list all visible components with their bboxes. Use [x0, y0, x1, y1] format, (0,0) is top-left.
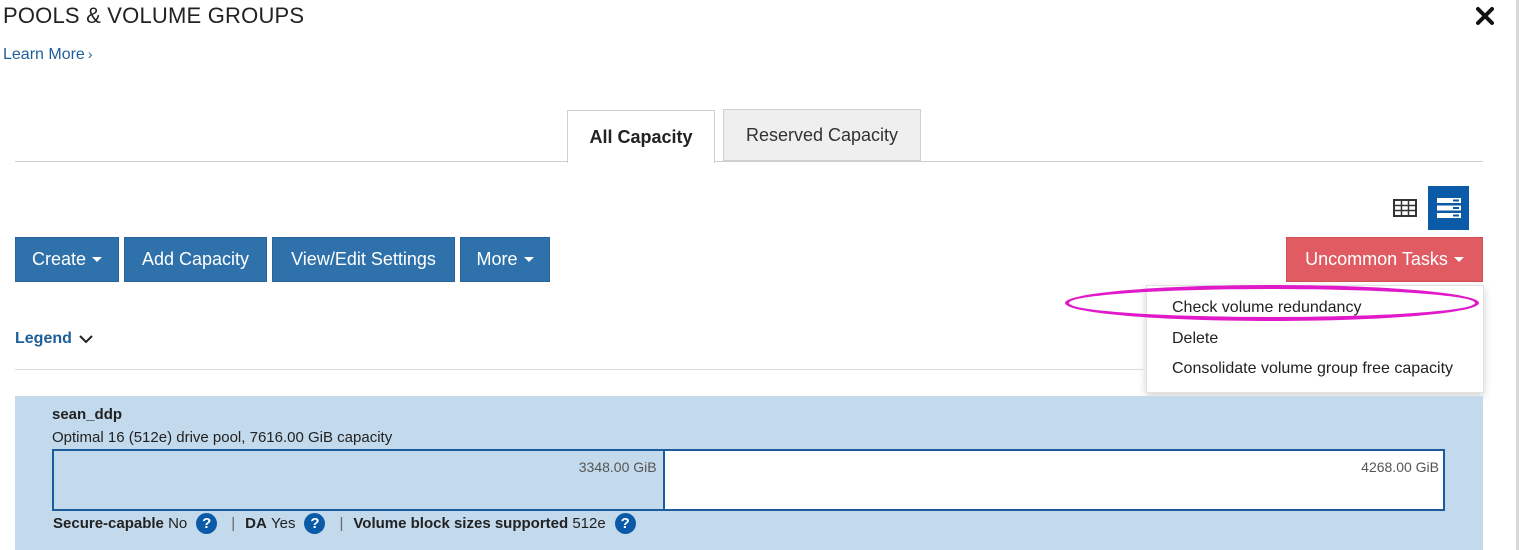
pool-name: sean_ddp	[52, 406, 123, 423]
secure-capable-label: Secure-capable	[53, 515, 164, 532]
menu-item-consolidate-free-capacity[interactable]: Consolidate volume group free capacity	[1172, 360, 1454, 377]
tab-all-capacity[interactable]: All Capacity	[567, 110, 715, 163]
menu-item-check-volume-redundancy[interactable]: Check volume redundancy	[1172, 299, 1362, 316]
pool-description: Optimal 16 (512e) drive pool, 7616.00 Gi…	[52, 429, 393, 446]
learn-more-label: Learn More	[3, 46, 85, 63]
caret-down-icon	[523, 257, 534, 262]
chevron-right-icon: ›	[87, 46, 93, 62]
free-capacity-label: 4268.00 GiB	[1361, 459, 1439, 475]
used-capacity-label: 3348.00 GiB	[578, 459, 657, 475]
close-icon[interactable]	[1474, 5, 1496, 27]
help-icon[interactable]: ?	[196, 513, 218, 534]
menu-item-delete[interactable]: Delete	[1172, 330, 1219, 347]
capacity-bar-used: 3348.00 GiB	[54, 451, 665, 509]
create-button[interactable]: Create	[15, 237, 119, 282]
list-view-toggle[interactable]	[1428, 186, 1469, 230]
create-button-label: Create	[31, 249, 87, 269]
block-sizes-label: Volume block sizes supported	[353, 515, 569, 532]
chevron-down-icon	[79, 335, 93, 344]
help-icon[interactable]: ?	[614, 513, 636, 534]
da-value: Yes	[271, 515, 296, 532]
scrollbar[interactable]	[1516, 0, 1519, 550]
separator: |	[231, 515, 236, 532]
capacity-bar: 3348.00 GiB 4268.00 GiB	[52, 449, 1445, 511]
learn-more-link[interactable]: Learn More›	[3, 46, 93, 64]
table-view-icon	[1392, 199, 1417, 217]
legend-toggle[interactable]: Legend	[15, 330, 94, 348]
uncommon-tasks-button[interactable]: Uncommon Tasks	[1286, 237, 1483, 282]
da-label: DA	[245, 515, 267, 532]
legend-divider	[15, 369, 1145, 370]
caret-down-icon	[92, 257, 103, 262]
legend-label: Legend	[15, 330, 72, 347]
more-button[interactable]: More	[460, 237, 550, 282]
list-view-icon	[1436, 198, 1461, 218]
add-capacity-button[interactable]: Add Capacity	[124, 237, 267, 282]
page-title: POOLS & VOLUME GROUPS	[3, 3, 305, 28]
tab-reserved-capacity[interactable]: Reserved Capacity	[723, 109, 921, 161]
separator: |	[339, 515, 344, 532]
help-icon[interactable]: ?	[304, 513, 326, 534]
view-edit-settings-button[interactable]: View/Edit Settings	[272, 237, 455, 282]
secure-capable-value: No	[168, 515, 188, 532]
tab-divider	[15, 161, 1483, 162]
more-button-label: More	[476, 249, 518, 269]
uncommon-tasks-label: Uncommon Tasks	[1305, 249, 1448, 269]
caret-down-icon	[1453, 257, 1464, 262]
block-sizes-value: 512e	[572, 515, 606, 532]
uncommon-tasks-menu: Check volume redundancy Delete Consolida…	[1146, 285, 1484, 393]
pool-properties: Secure-capable No ? | DA Yes ? | Volume …	[53, 513, 636, 534]
table-view-toggle[interactable]	[1384, 186, 1425, 230]
